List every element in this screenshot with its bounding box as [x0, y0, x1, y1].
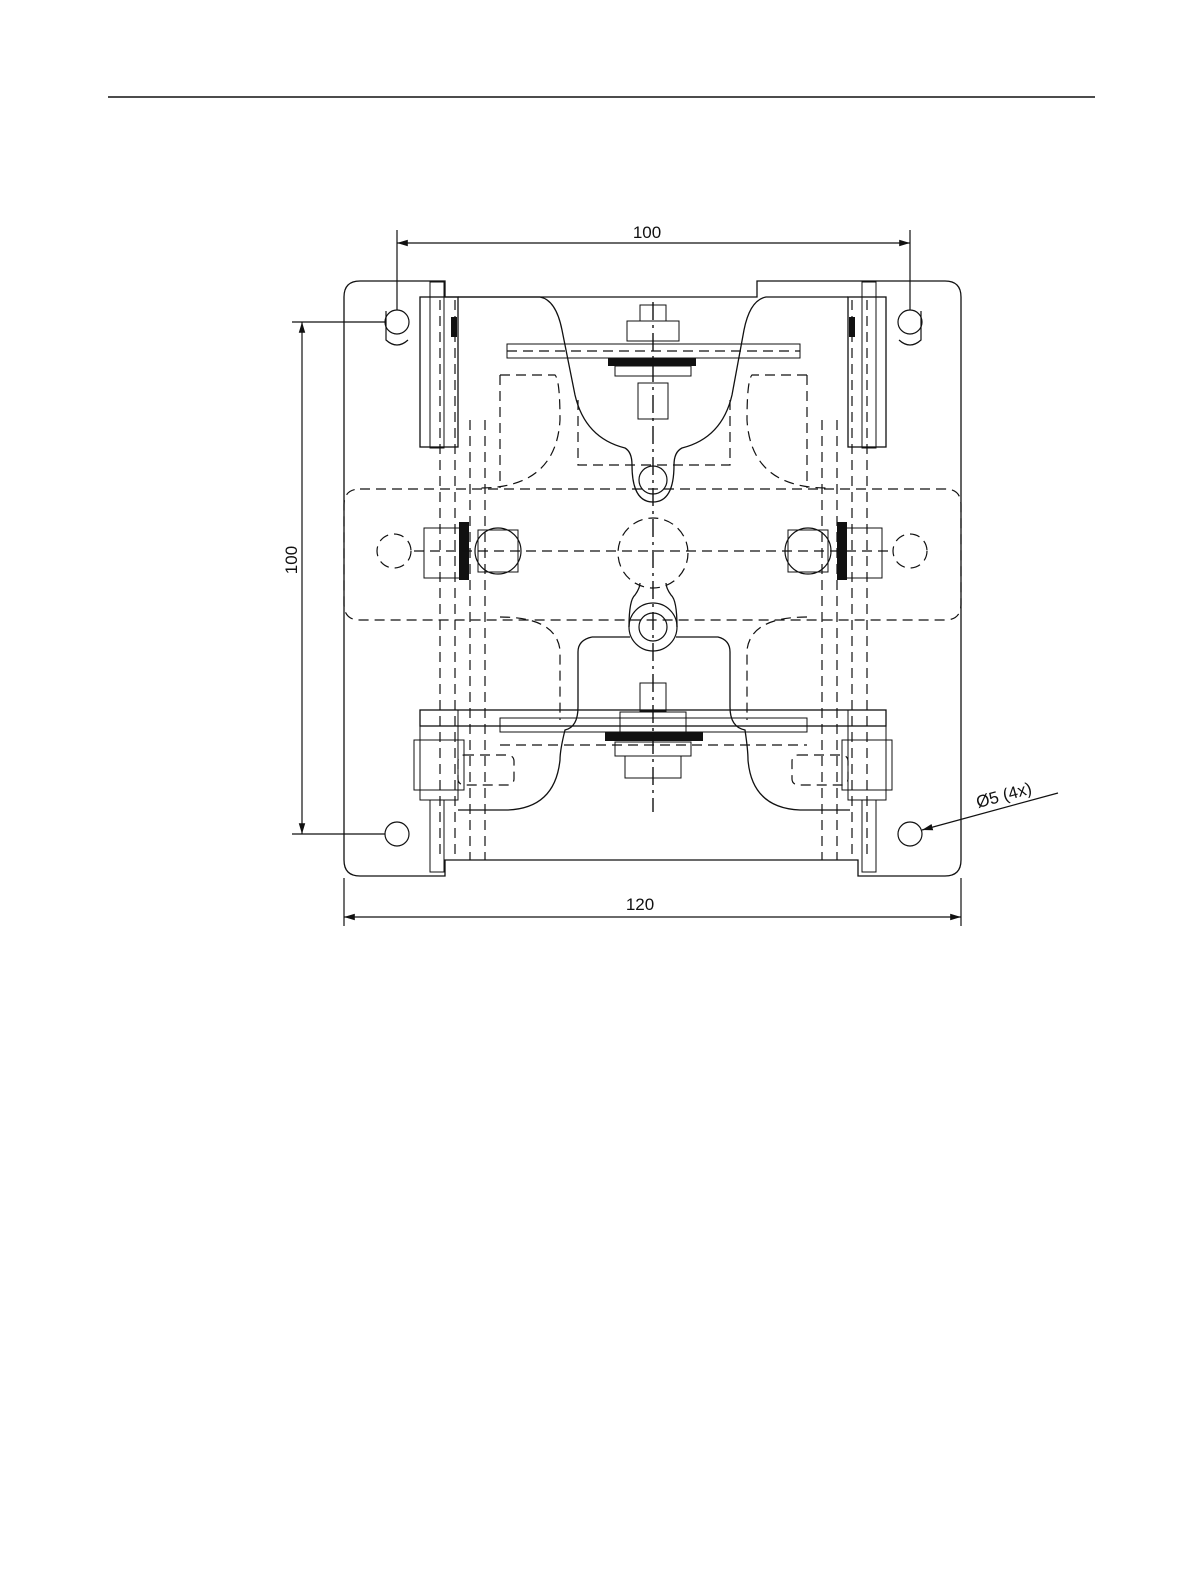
dimension-top — [397, 230, 910, 310]
dimension-left-label: 100 — [282, 546, 301, 574]
hole-callout-label: Ø5 (4x) — [974, 779, 1034, 812]
dimension-bottom-label: 120 — [626, 895, 654, 914]
middle-fasteners — [377, 518, 927, 588]
dimension-top-label: 100 — [633, 223, 661, 242]
dimension-left — [292, 322, 385, 834]
